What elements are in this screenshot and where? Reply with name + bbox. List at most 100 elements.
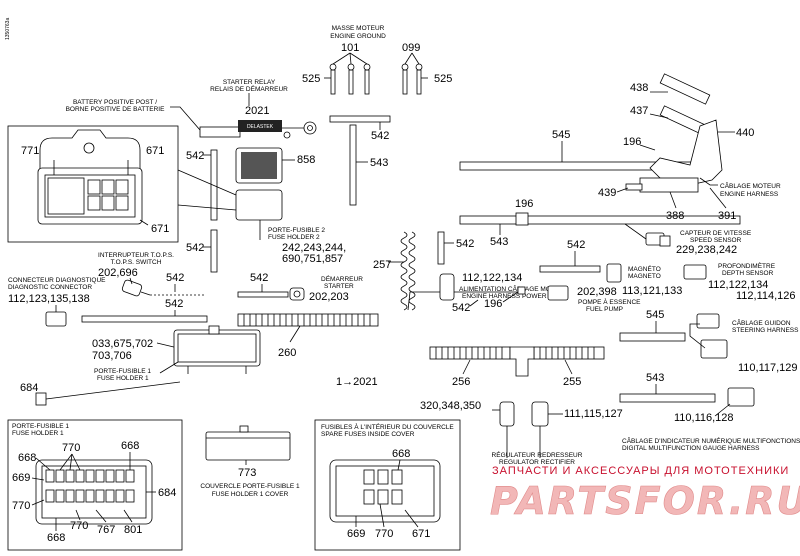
label-spare-fr: FUSIBLES À L'INTÉRIEUR DU COUVERCLE <box>321 422 454 431</box>
part-525-right: 525 <box>434 73 452 85</box>
part-099: 099 <box>402 42 420 54</box>
part-1-2021: 1→2021 <box>336 376 378 388</box>
part-229-242: 229,238,242 <box>676 244 737 256</box>
conduit-260 <box>237 313 379 327</box>
label-gauge-en: DIGITAL MULTIFUNCTION GAUGE HARNESS <box>622 445 760 452</box>
part-545-top: 545 <box>552 129 570 141</box>
label-borne-batterie: BORNE POSITIVE DE BATTERIE <box>66 106 166 113</box>
label-cablage-moteur: CÂBLAGE MOTEUR <box>720 181 781 190</box>
part-112-134a: 112,122,134 <box>708 279 768 291</box>
part-112-134b: 112,122,134 <box>462 272 522 284</box>
label-depth-en: DEPTH SENSOR <box>722 270 774 277</box>
part-242-list: 242,243,244, <box>282 242 346 254</box>
part-438: 438 <box>630 82 648 94</box>
part-542-mid2: 542 <box>250 272 268 284</box>
battery-cable-684 <box>35 381 181 406</box>
fuse-holder-1 <box>173 325 261 374</box>
part-767: 767 <box>97 524 115 536</box>
ground-wires <box>324 52 428 95</box>
part-257: 257 <box>373 259 391 271</box>
wire-543-right <box>619 393 716 403</box>
label-magneto-fr: MAGNÉTO <box>628 264 661 273</box>
clip-196-b <box>517 286 526 295</box>
fuse-holder-1-detail <box>35 459 153 525</box>
part-684-a: 684 <box>20 382 38 394</box>
wire-542-mid2 <box>237 291 289 298</box>
part-437: 437 <box>630 105 648 117</box>
label-magneto-en: MAGNETO <box>628 273 661 280</box>
part-668-b: 668 <box>18 452 36 464</box>
part-542-top: 542 <box>371 130 389 142</box>
fuel-pump-connector <box>547 285 569 301</box>
part-112-126: 112,114,126 <box>736 290 796 302</box>
fuse-holder-2 <box>235 147 283 221</box>
label-alim-en: ENGINE HARNESS POWER <box>462 293 547 300</box>
part-668-a: 668 <box>121 440 139 452</box>
part-113-133: 113,121,133 <box>622 285 682 297</box>
label-speed-en: SPEED SENSOR <box>690 237 742 244</box>
part-320-350: 320,348,350 <box>420 400 481 412</box>
magneto-connector <box>606 263 622 283</box>
label-diag-fr: CONNECTEUR DIAGNOSTIQUE <box>8 277 106 284</box>
watermark-line-1: ЗАПЧАСТИ И АКСЕССУАРЫ ДЛЯ МОТОТЕХНИКИ <box>492 465 789 477</box>
part-110-128: 110,116,128 <box>674 412 734 424</box>
part-801: 801 <box>124 524 142 536</box>
label-spare-en: SPARE FUSES INSIDE COVER <box>321 431 415 438</box>
part-112-138: 112,123,135,138 <box>8 293 90 305</box>
label-battery-post: BATTERY POSITIVE POST / <box>73 99 157 106</box>
wire-542-mid3 <box>81 315 208 323</box>
fuse-holder-1-leaders <box>31 452 156 531</box>
part-439: 439 <box>598 187 616 199</box>
label-starter: STARTER <box>324 283 354 290</box>
part-671-b: 671 <box>151 223 169 235</box>
part-202-696: 202,696 <box>98 267 138 279</box>
part-542-left2: 542 <box>186 242 204 254</box>
part-202-203: 202,203 <box>309 291 349 303</box>
part-669-b: 669 <box>347 528 365 540</box>
label-pompe-en: FUEL PUMP <box>586 306 623 313</box>
wire-543-vert <box>349 124 357 206</box>
part-770-c: 770 <box>70 520 88 532</box>
part-684-b: 684 <box>158 487 176 499</box>
regulator-connectors <box>499 401 549 427</box>
label-tops-en: T.O.P.S. SWITCH <box>111 259 162 266</box>
label-porte-fusible-2: PORTE-FUSIBLE 2 <box>268 227 325 234</box>
part-770-d: 770 <box>375 528 393 540</box>
part-110-129: 110,117,129 <box>738 362 798 374</box>
label-starter-relay: STARTER RELAY <box>223 79 276 86</box>
part-391: 391 <box>718 210 736 222</box>
part-671-top: 671 <box>146 145 164 157</box>
label-diag-en: DIAGNOSTIC CONNECTOR <box>8 284 92 291</box>
delastek-text: DELASTEK <box>247 124 274 130</box>
part-542-left1: 542 <box>186 150 204 162</box>
part-770-a: 770 <box>62 442 80 454</box>
part-255: 255 <box>563 376 581 388</box>
wire-542-top <box>329 115 391 123</box>
part-703-706: 703,706 <box>92 350 132 362</box>
part-771: 771 <box>21 145 39 157</box>
part-543-centre: 543 <box>490 236 508 248</box>
part-690-list: 690,751,857 <box>282 253 343 265</box>
watermark-line-2: PARTSFOR.RU <box>490 479 800 523</box>
label-regul-fr: RÉGULATEUR REDRESSEUR <box>492 450 583 459</box>
label-cover-fr: COUVERCLE PORTE-FUSIBLE 1 <box>200 483 300 490</box>
label-tops-fr: INTERRUPTEUR T.O.P.S. <box>98 252 174 259</box>
wire-542-vert-b <box>210 229 218 273</box>
tops-switch <box>121 279 151 297</box>
label-guidon-fr: CÂBLAGE GUIDON <box>732 318 791 327</box>
engine-harness-connectors <box>625 73 723 193</box>
label-engine-harness: ENGINE HARNESS <box>720 191 779 198</box>
wire-545-right <box>619 332 686 342</box>
starter-relay-component: DELASTEK <box>199 120 317 139</box>
label-pompe-fr: POMPE À ESSENCE <box>578 297 641 306</box>
part-2021: 2021 <box>245 105 269 117</box>
wire-engine-long <box>459 215 741 225</box>
label-masse-moteur: MASSE MOTEUR <box>332 25 385 32</box>
part-388: 388 <box>666 210 684 222</box>
part-770-b: 770 <box>12 500 30 512</box>
part-542-mid3: 542 <box>165 298 183 310</box>
part-542-c1: 542 <box>456 238 474 250</box>
part-542-c3: 542 <box>452 302 470 314</box>
speed-sensor <box>645 232 671 247</box>
